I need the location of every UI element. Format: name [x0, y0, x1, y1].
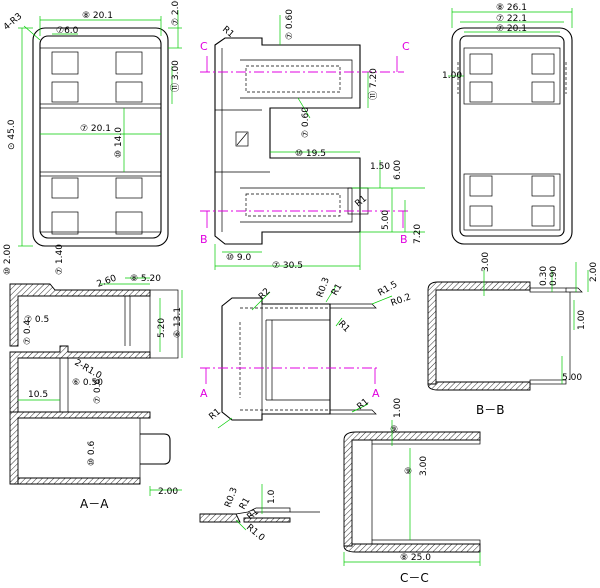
- section-a-title: A－A: [80, 497, 109, 511]
- section-b-title: B－B: [476, 403, 504, 417]
- dim-side-outer: ⑧ 26.1: [496, 3, 527, 13]
- dim-bb-200: 2.00: [589, 262, 599, 282]
- dim-top-inner-label: ⑦ 20.1: [80, 124, 111, 134]
- dim-b-r1-b: R1: [336, 319, 352, 335]
- dim-front-slot-bottom-2: 7.20: [413, 224, 423, 244]
- section-mark-b-right: B: [400, 233, 408, 246]
- front-view: C C B B R1 ⑦ 0.60 ⑪ 7.20 ⑦ 0.60 ⑩ 19.5 1…: [200, 9, 425, 271]
- dim-d-10: 1.0: [267, 489, 277, 504]
- dim-a-depth: 5.20: [157, 318, 167, 338]
- dim-top-pocket-label: ⑦6.0: [56, 26, 79, 36]
- dim-a-height: ⑥ 13.1: [173, 307, 183, 338]
- dim-top-width-label: ⑧ 20.1: [82, 11, 113, 21]
- dim-b-r1-a: R1: [330, 282, 345, 297]
- detail-view: R0.3 R1 R1 1.0 R1.0: [199, 484, 320, 544]
- top-view: ⑧ 20.1 ⑦6.0 4-R3 ⊙ 45.0 ⑦ 20.1 ⑩ 14.0 ⑦ …: [2, 0, 182, 247]
- section-c-c: 1.00 ⑨ 3.00 ⑨ ⑧ 25.0 C－C: [343, 398, 481, 585]
- dim-front-total-length: ⑦ 30.5: [272, 261, 303, 271]
- dim-b-r2: R2: [257, 287, 273, 303]
- dim-cc-marker: ⑨: [390, 425, 398, 435]
- dim-a-step: 2.60: [96, 273, 119, 289]
- side-view: ⑧ 26.1 ⑦ 22.1 ⑦ 20.1 1.00: [442, 3, 573, 245]
- dim-a-top-wall: ⑩ 2.00: [3, 244, 13, 275]
- dim-cc-300: 3.00: [419, 456, 429, 476]
- dim-a-wall-05: ⑦ 0.5: [24, 315, 49, 325]
- dim-b-r15: R1.5: [377, 280, 400, 299]
- dim-side-inner: ⑦ 20.1: [496, 24, 527, 34]
- dim-bb-300: 3.00: [481, 252, 491, 272]
- section-c-title: C－C: [400, 571, 429, 585]
- dim-front-step-2: 6.00: [393, 160, 403, 180]
- dim-bb-100: 1.00: [577, 310, 587, 330]
- dim-a-200-bottom: 2.00: [158, 487, 178, 497]
- dim-cc-250: ⑧ 25.0: [400, 553, 431, 563]
- dim-a-slot: ⑧ 5.20: [130, 274, 161, 284]
- dim-b-r03: R0.3: [315, 276, 331, 299]
- dim-a-050: ⑥ 0.50: [72, 378, 103, 388]
- dim-a-wall-04: ⑦ 0.4: [23, 319, 33, 345]
- dim-front-slot-bottom: 5.00: [381, 210, 391, 230]
- dim-top-step-label: ⑪ 3.00: [170, 60, 181, 92]
- dim-b-r02: R0.2: [390, 292, 413, 308]
- dim-cc-inner-marker: ⑨: [404, 467, 412, 477]
- dim-front-r1-bottom: R1: [354, 194, 370, 209]
- dim-bb-090: 0.90: [549, 266, 559, 286]
- dim-a-lip: ⑦ 1.40: [55, 244, 65, 275]
- dim-b-r1-c: R1: [208, 407, 224, 422]
- dim-a-105: 10.5: [28, 390, 48, 400]
- section-mark-c-left: C: [200, 40, 208, 53]
- section-mark-c-right: C: [402, 40, 410, 53]
- dim-side-wall: 1.00: [442, 71, 462, 81]
- dim-cc-100: 1.00: [393, 398, 403, 418]
- dim-d-r10: R1.0: [244, 523, 266, 544]
- dim-top-wall-label: ⑦ 2.00: [171, 0, 181, 26]
- bottom-view: A A R2 R0.3 R1 R1 R1.5 R0.2 R1 R1: [200, 276, 413, 429]
- section-b-b: 3.00 0.30 0.90 2.00 1.00 5.00 B－B: [427, 252, 599, 417]
- dim-bb-030: 0.30: [539, 266, 549, 286]
- dim-top-mid-label: ⑩ 14.0: [114, 127, 124, 158]
- dim-a-06-upper: ⑦ 0.6: [93, 378, 103, 404]
- section-mark-b-left: B: [200, 233, 208, 246]
- section-a-a: ⑩ 2.00 ⑦ 1.40 2.60 ⑧ 5.20 ⑦ 0.5 ⑦ 0.4 5.…: [3, 244, 183, 511]
- section-mark-a-right: A: [372, 387, 380, 400]
- dim-d-r1-a: R1: [238, 496, 253, 511]
- dim-top-height-label: ⊙ 45.0: [7, 119, 17, 150]
- dim-bb-500: 5.00: [562, 373, 582, 383]
- dim-top-corner-label: 4-R3: [2, 12, 24, 33]
- section-mark-a-left: A: [200, 387, 208, 400]
- dim-a-06-lower: ⑩ 0.6: [87, 440, 97, 466]
- dim-side-mid: ⑦ 22.1: [496, 14, 527, 24]
- dim-front-foot: ⑩ 9.0: [226, 253, 252, 263]
- dim-front-slot-height: ⑪ 7.20: [368, 68, 379, 100]
- dim-front-step-1: 1.50: [370, 162, 390, 172]
- dim-front-inner-length: ⑩ 19.5: [295, 149, 326, 159]
- dim-front-top-wall: ⑦ 0.60: [285, 9, 295, 40]
- dim-front-mid-wall: ⑦ 0.60: [301, 107, 311, 138]
